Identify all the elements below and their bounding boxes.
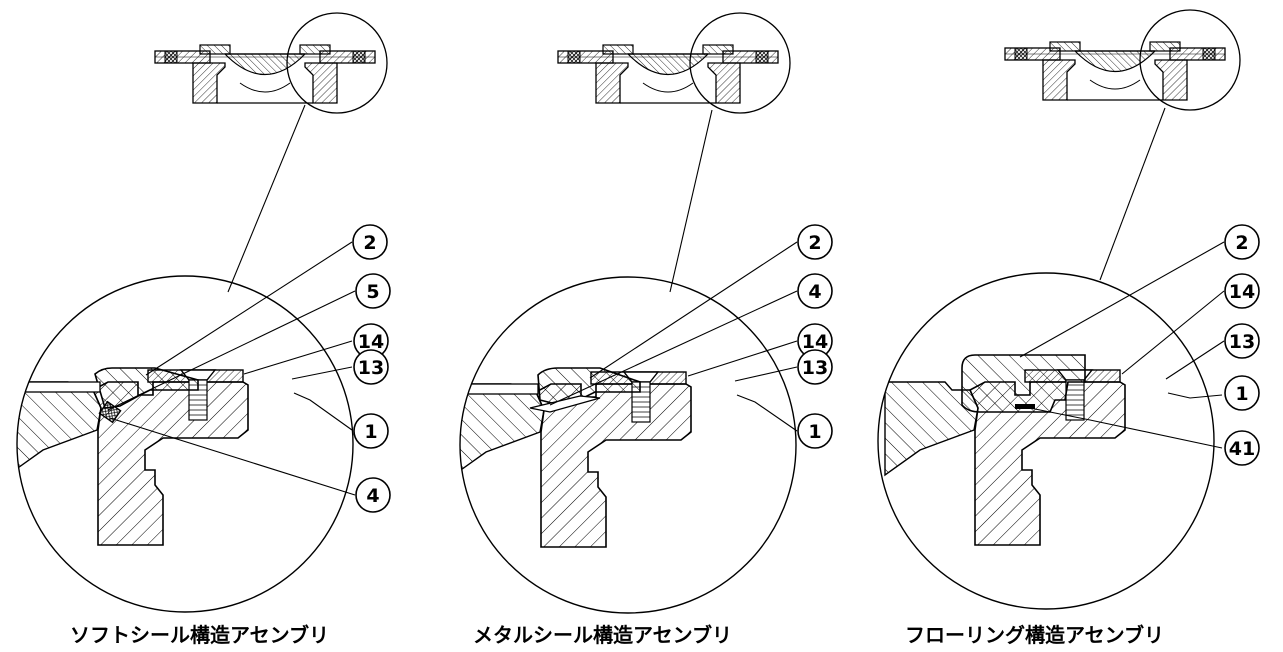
callout-number: 14 <box>1229 281 1255 303</box>
callout-metal-seal-14: 14 <box>797 323 833 359</box>
callout-soft-seal-14: 14 <box>353 323 389 359</box>
callout-soft-seal-4: 4 <box>355 477 391 513</box>
callout-metal-seal-1: 1 <box>797 413 833 449</box>
callout-number: 14 <box>358 331 384 353</box>
callout-number: 2 <box>808 232 821 254</box>
callout-number: 13 <box>358 357 384 379</box>
caption-soft-seal: ソフトシール構造アセンブリ <box>70 623 329 647</box>
callout-number: 1 <box>1235 383 1248 405</box>
callout-number: 13 <box>802 357 828 379</box>
callout-number: 2 <box>363 232 376 254</box>
leader-lines <box>107 241 1225 496</box>
callout-number: 41 <box>1229 438 1255 460</box>
panel-soft-seal <box>16 12 388 613</box>
callout-number: 4 <box>808 281 821 303</box>
callout-number: 5 <box>366 281 379 303</box>
callout-number: 1 <box>364 421 377 443</box>
panel-floating-ring <box>877 9 1241 610</box>
callout-metal-seal-2: 2 <box>797 224 833 260</box>
caption-metal-seal: メタルシール構造アセンブリ <box>473 623 732 647</box>
callout-number: 4 <box>366 485 379 507</box>
callout-floating-ring-13: 13 <box>1224 323 1260 359</box>
panel-metal-seal <box>459 12 797 614</box>
callout-number: 2 <box>1235 232 1248 254</box>
callout-soft-seal-5: 5 <box>355 273 391 309</box>
caption-floating-ring: フローリング構造アセンブリ <box>905 623 1164 647</box>
callout-floating-ring-14: 14 <box>1224 273 1260 309</box>
callout-number: 13 <box>1229 331 1255 353</box>
callout-soft-seal-1: 1 <box>353 413 389 449</box>
callout-floating-ring-41: 41 <box>1224 430 1260 466</box>
callout-floating-ring-2: 2 <box>1224 224 1260 260</box>
callout-soft-seal-13: 13 <box>353 349 389 385</box>
callout-metal-seal-4: 4 <box>797 273 833 309</box>
callout-metal-seal-13: 13 <box>797 349 833 385</box>
callout-soft-seal-2: 2 <box>352 224 388 260</box>
callout-number: 1 <box>808 421 821 443</box>
callout-floating-ring-1: 1 <box>1224 375 1260 411</box>
callout-number: 14 <box>802 331 828 353</box>
